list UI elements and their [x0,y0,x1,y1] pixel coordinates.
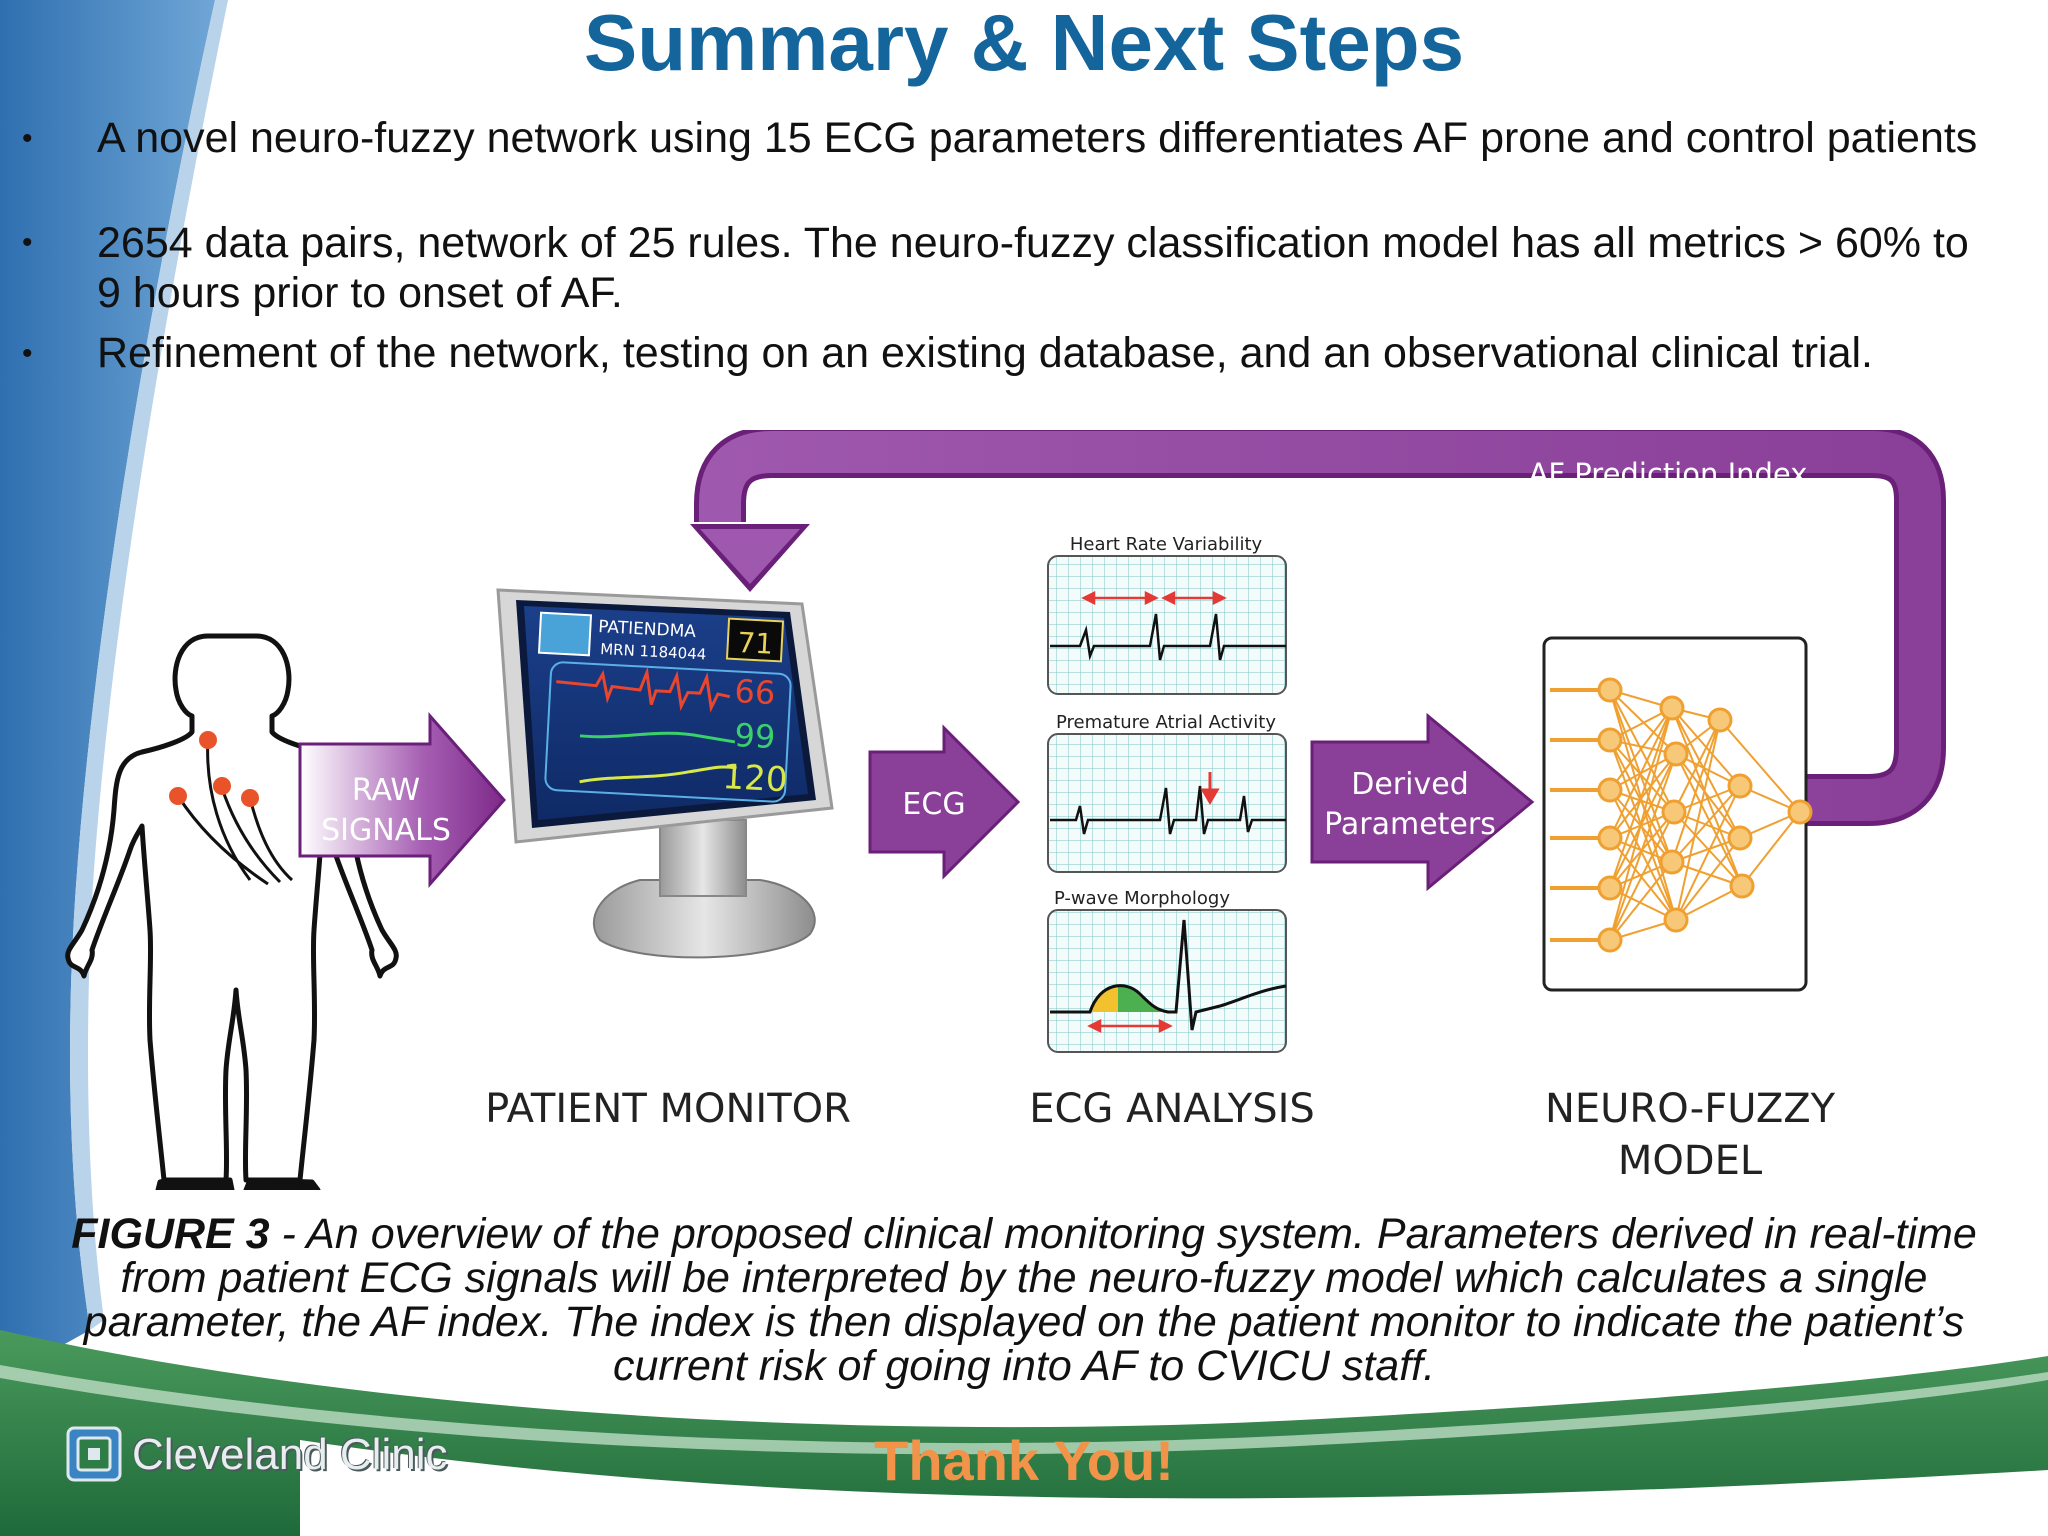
network-edge [1609,739,1677,921]
network-edge [1609,861,1673,941]
patient-figure-icon [65,633,399,1190]
figure-caption: FIGURE 3 - An overview of the proposed c… [40,1212,2008,1388]
bullet-marker: • [22,337,33,370]
logo-text: Cleveland Clinic [132,1430,448,1479]
ecg-panel-title: Heart Rate Variability [1070,534,1263,555]
section-label-model-line1: NEURO-FUZZY [1545,1086,1836,1132]
system-diagram: AF Prediction Index RAW SIGNALS PA [65,430,1946,1190]
network-edge [1609,753,1677,839]
thank-you-text: Thank You! [874,1429,1174,1492]
section-label-model-line2: MODEL [1618,1138,1763,1184]
section-label-ecg: ECG ANALYSIS [1029,1086,1315,1132]
network-node [1659,849,1685,875]
ecg-panel-title: P-wave Morphology [1054,888,1230,909]
monitor-mrn-label: MRN 1184044 [600,640,707,664]
network-edge [1719,719,1801,813]
network-edge [1609,707,1673,839]
derived-parameters-arrow [1310,712,1535,892]
network-edge [1609,837,1677,921]
network-edge [1609,789,1677,921]
electrode-leads [176,737,294,886]
figure-label: FIGURE 3 [71,1210,270,1258]
network-node [1597,777,1623,803]
bullet-text: A novel neuro-fuzzy network using 15 ECG… [97,114,1978,162]
network-node [1597,677,1623,703]
network-edge [1609,707,1673,941]
patient-monitor-icon [496,588,834,959]
electrode-icon [169,731,259,807]
ecg-panel-hrv [1047,555,1287,695]
section-label-monitor: PATIENT MONITOR [485,1086,851,1132]
monitor-spo2: 99 [734,716,777,756]
monitor-index-value: 71 [737,626,774,661]
feedback-label: AF Prediction Index [1529,457,1808,491]
network-node [1727,773,1753,799]
network-edge [1671,707,1743,887]
network-node [1787,799,1813,825]
network-node [1661,799,1687,825]
network-edge [1609,753,1677,941]
network-edge [1675,837,1741,921]
network-edge [1609,753,1677,791]
network-node [1727,825,1753,851]
cleveland-clinic-logo: Cleveland Clinic [64,1424,448,1486]
premature-beat-marker [1200,772,1220,805]
derived-arrow-label-line1: Derived [1351,767,1468,802]
network-edge [1671,707,1741,839]
network-node [1663,741,1689,767]
network-node [1597,875,1623,901]
slide-title: Summary & Next Steps [583,0,1465,87]
network-edge [1671,785,1741,863]
network-edge [1609,707,1673,889]
network-edge [1673,719,1721,813]
ecg-arrow-label: ECG [902,787,965,822]
bullet-text: 2654 data pairs, network of 25 rules. Th… [97,219,1969,317]
ecg-panel-title: Premature Atrial Activity [1056,712,1276,733]
network-edge [1671,719,1721,863]
network-edge [1609,739,1675,813]
bullet-text: Refinement of the network, testing on an… [97,329,1873,377]
network-edge [1675,753,1741,839]
network-node [1597,825,1623,851]
network-node [1707,707,1733,733]
network-edge [1741,811,1801,887]
bullet-marker: • [22,122,33,155]
derived-arrow-label-line2: Parameters [1324,807,1496,842]
network-edge [1675,785,1741,921]
network-edge [1609,811,1675,941]
rr-interval-arrows [1081,590,1227,606]
network-node [1597,727,1623,753]
network-node [1659,695,1685,721]
bullet-marker: • [22,226,33,259]
network-node [1729,873,1755,899]
raw-signals-arrow [298,712,506,888]
network-edge [1609,753,1677,889]
monitor-bp: 120 [722,757,789,800]
raw-arrow-label-line2: SIGNALS [321,813,451,848]
ecg-panel-pwave [1047,909,1287,1053]
raw-arrow-label-line1: RAW [352,773,420,808]
clinic-logo-icon [66,1426,122,1482]
monitor-heart-rate: 66 [734,672,777,712]
network-node [1597,927,1623,953]
network-node [1663,907,1689,933]
network-edge [1609,707,1673,791]
feedback-loop-arrow [690,430,1946,826]
ecg-arrow [868,724,1021,880]
figure-caption-text: - An overview of the proposed clinical m… [83,1210,1977,1390]
network-graph [1550,677,1813,953]
pr-interval-arrow [1087,1018,1173,1034]
network-edge [1675,719,1721,921]
